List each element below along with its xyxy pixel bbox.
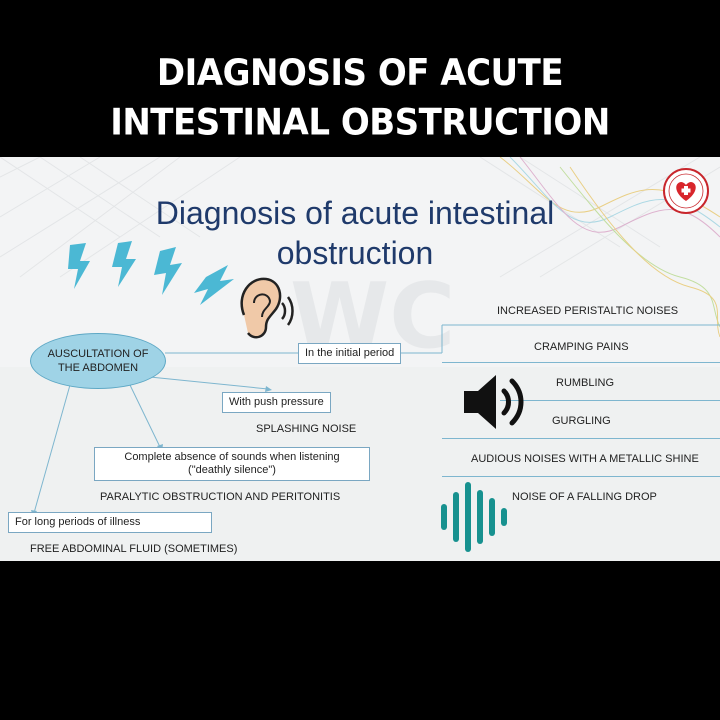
slide: WC Diagno	[0, 157, 720, 561]
paralytic-label: PARALYTIC OBSTRUCTION AND PERITONITIS	[100, 491, 341, 503]
auscultation-ellipse: AUSCULTATION OF THE ABDOMEN	[30, 333, 166, 389]
right-item-rumbling: RUMBLING	[556, 377, 615, 389]
initial-period-box: In the initial period	[298, 343, 402, 364]
page-title-line-1: DIAGNOSIS OF ACUTE	[156, 51, 564, 95]
right-item-falling-drop: NOISE OF A FALLING DROP	[512, 491, 657, 503]
divider	[442, 362, 720, 363]
complete-absence-box: Complete absence of sounds when listenin…	[94, 447, 370, 481]
right-item-cramping-pains: CRAMPING PAINS	[534, 341, 629, 353]
slide-title-line-1: Diagnosis of acute intestinal	[155, 195, 555, 231]
long-periods-box: For long periods of illness	[8, 512, 212, 533]
push-pressure-box: With push pressure	[222, 392, 331, 413]
heart-logo-icon	[663, 168, 709, 214]
free-fluid-label: FREE ABDOMINAL FLUID (SOMETIMES)	[30, 543, 238, 555]
right-item-metallic-noises: AUDIOUS NOISES WITH A METALLIC SHINE	[471, 453, 699, 465]
lightning-icon	[68, 241, 234, 305]
divider	[500, 400, 720, 401]
slide-title-line-2: obstruction	[276, 235, 434, 271]
speaker-icon	[464, 375, 524, 429]
splashing-noise-label: SPLASHING NOISE	[256, 423, 357, 435]
page-title-line-2: INTESTINAL OBSTRUCTION	[110, 101, 610, 145]
ear-icon	[240, 277, 294, 339]
complete-absence-line-1: Complete absence of sounds when listenin…	[124, 451, 340, 463]
slide-title: Diagnosis of acute intestinal obstructio…	[130, 193, 580, 273]
divider	[442, 476, 720, 477]
page-title: DIAGNOSIS OF ACUTE INTESTINAL OBSTRUCTIO…	[0, 48, 720, 147]
divider	[442, 438, 720, 439]
complete-absence-line-2: ("deathly silence")	[188, 464, 276, 476]
sound-wave-icon	[441, 482, 507, 552]
right-item-gurgling: GURGLING	[552, 415, 611, 427]
right-item-increased-peristaltic: INCREASED PERISTALTIC NOISES	[497, 305, 679, 317]
